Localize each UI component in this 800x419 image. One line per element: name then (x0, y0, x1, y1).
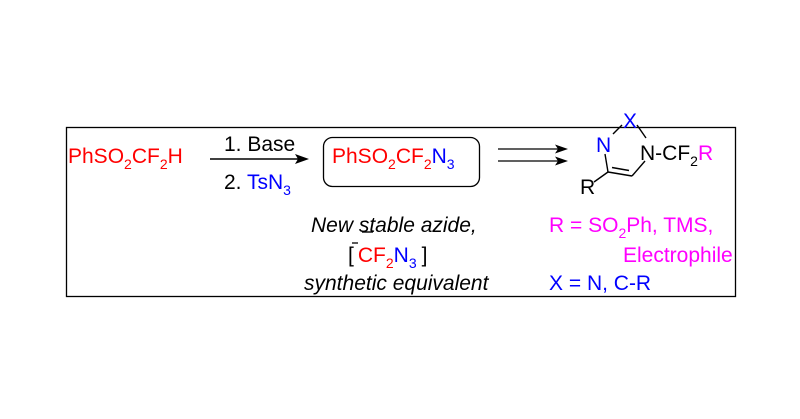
triazole-atom-n1: N-CF2R (640, 142, 713, 169)
multistep-arrow-bottom-head (555, 156, 568, 166)
tsn3-part-1: TsN (247, 171, 283, 194)
triazole-atom-n3: N (596, 134, 611, 157)
azide-product: PhSO2CF2N3 (332, 145, 455, 172)
caption-cf-sub: 2 (386, 255, 394, 271)
caption-n-sub: 3 (409, 255, 417, 271)
azide-sub-3: 3 (447, 156, 455, 172)
triazole-ring (593, 124, 647, 183)
caption-line-2: [CF2N3] (348, 244, 427, 271)
sm-part-1: PhSO (68, 145, 124, 168)
r-def-sub: 2 (618, 225, 626, 241)
tsn3-sub: 3 (283, 182, 291, 198)
sm-part-2: CF (132, 145, 160, 168)
r-def-part-2: Ph, TMS, (626, 214, 713, 237)
triazole-atom-x: X (623, 110, 637, 133)
bond-c4-r (593, 171, 609, 183)
bond-c5-c4-inner (611, 166, 630, 172)
n1-dash: - (655, 142, 662, 165)
caption-cf-part: CF (358, 244, 386, 267)
caption-line-3: synthetic equivalent (304, 272, 490, 295)
caption-bracket-open: [ (348, 244, 354, 267)
triazole-c4-r: R (580, 176, 595, 199)
sm-sub-2: 2 (160, 156, 168, 172)
triazole-n1: N (640, 142, 655, 165)
reagent-step-2-number: 2. (224, 171, 247, 194)
reaction-arrow-1-head (295, 154, 309, 164)
azide-sub-2: 2 (424, 156, 432, 172)
x-definition: X = N, C-R (549, 272, 651, 295)
bond-x-n1 (636, 124, 647, 139)
caption-bracket-close: ] (422, 244, 428, 267)
r-definition-line-2: Electrophile (623, 244, 733, 267)
caption-line-1: New stable azide, (311, 214, 477, 237)
r-def-part-1: R = SO (549, 214, 618, 237)
azide-product-box (322, 136, 481, 188)
r-definition-line-1: R = SO2Ph, TMS, (549, 214, 713, 241)
n1-cf-part: CF (662, 142, 690, 165)
azide-sub-1: 2 (388, 156, 396, 172)
n1-r: R (698, 142, 713, 165)
multistep-arrow-top-head (555, 144, 568, 154)
n1-cf-sub: 2 (690, 153, 698, 169)
azide-part-1: PhSO (332, 145, 388, 168)
bond-c4-n3 (604, 153, 609, 173)
scheme-border (65, 126, 737, 298)
reagent-step-1: 1. Base (224, 133, 295, 156)
sm-sub-1: 2 (124, 156, 132, 172)
bond-n1-c5 (631, 160, 646, 177)
bond-c5-c4 (607, 171, 633, 177)
reagent-step-2: 2. TsN3 (224, 171, 291, 198)
sm-part-3: H (168, 145, 183, 168)
caption-n-part: N (394, 244, 409, 267)
starting-material: PhSO2CF2H (68, 145, 183, 172)
bond-n3-x (612, 124, 623, 135)
azide-part-2: CF (396, 145, 424, 168)
azide-part-3: N (432, 145, 447, 168)
